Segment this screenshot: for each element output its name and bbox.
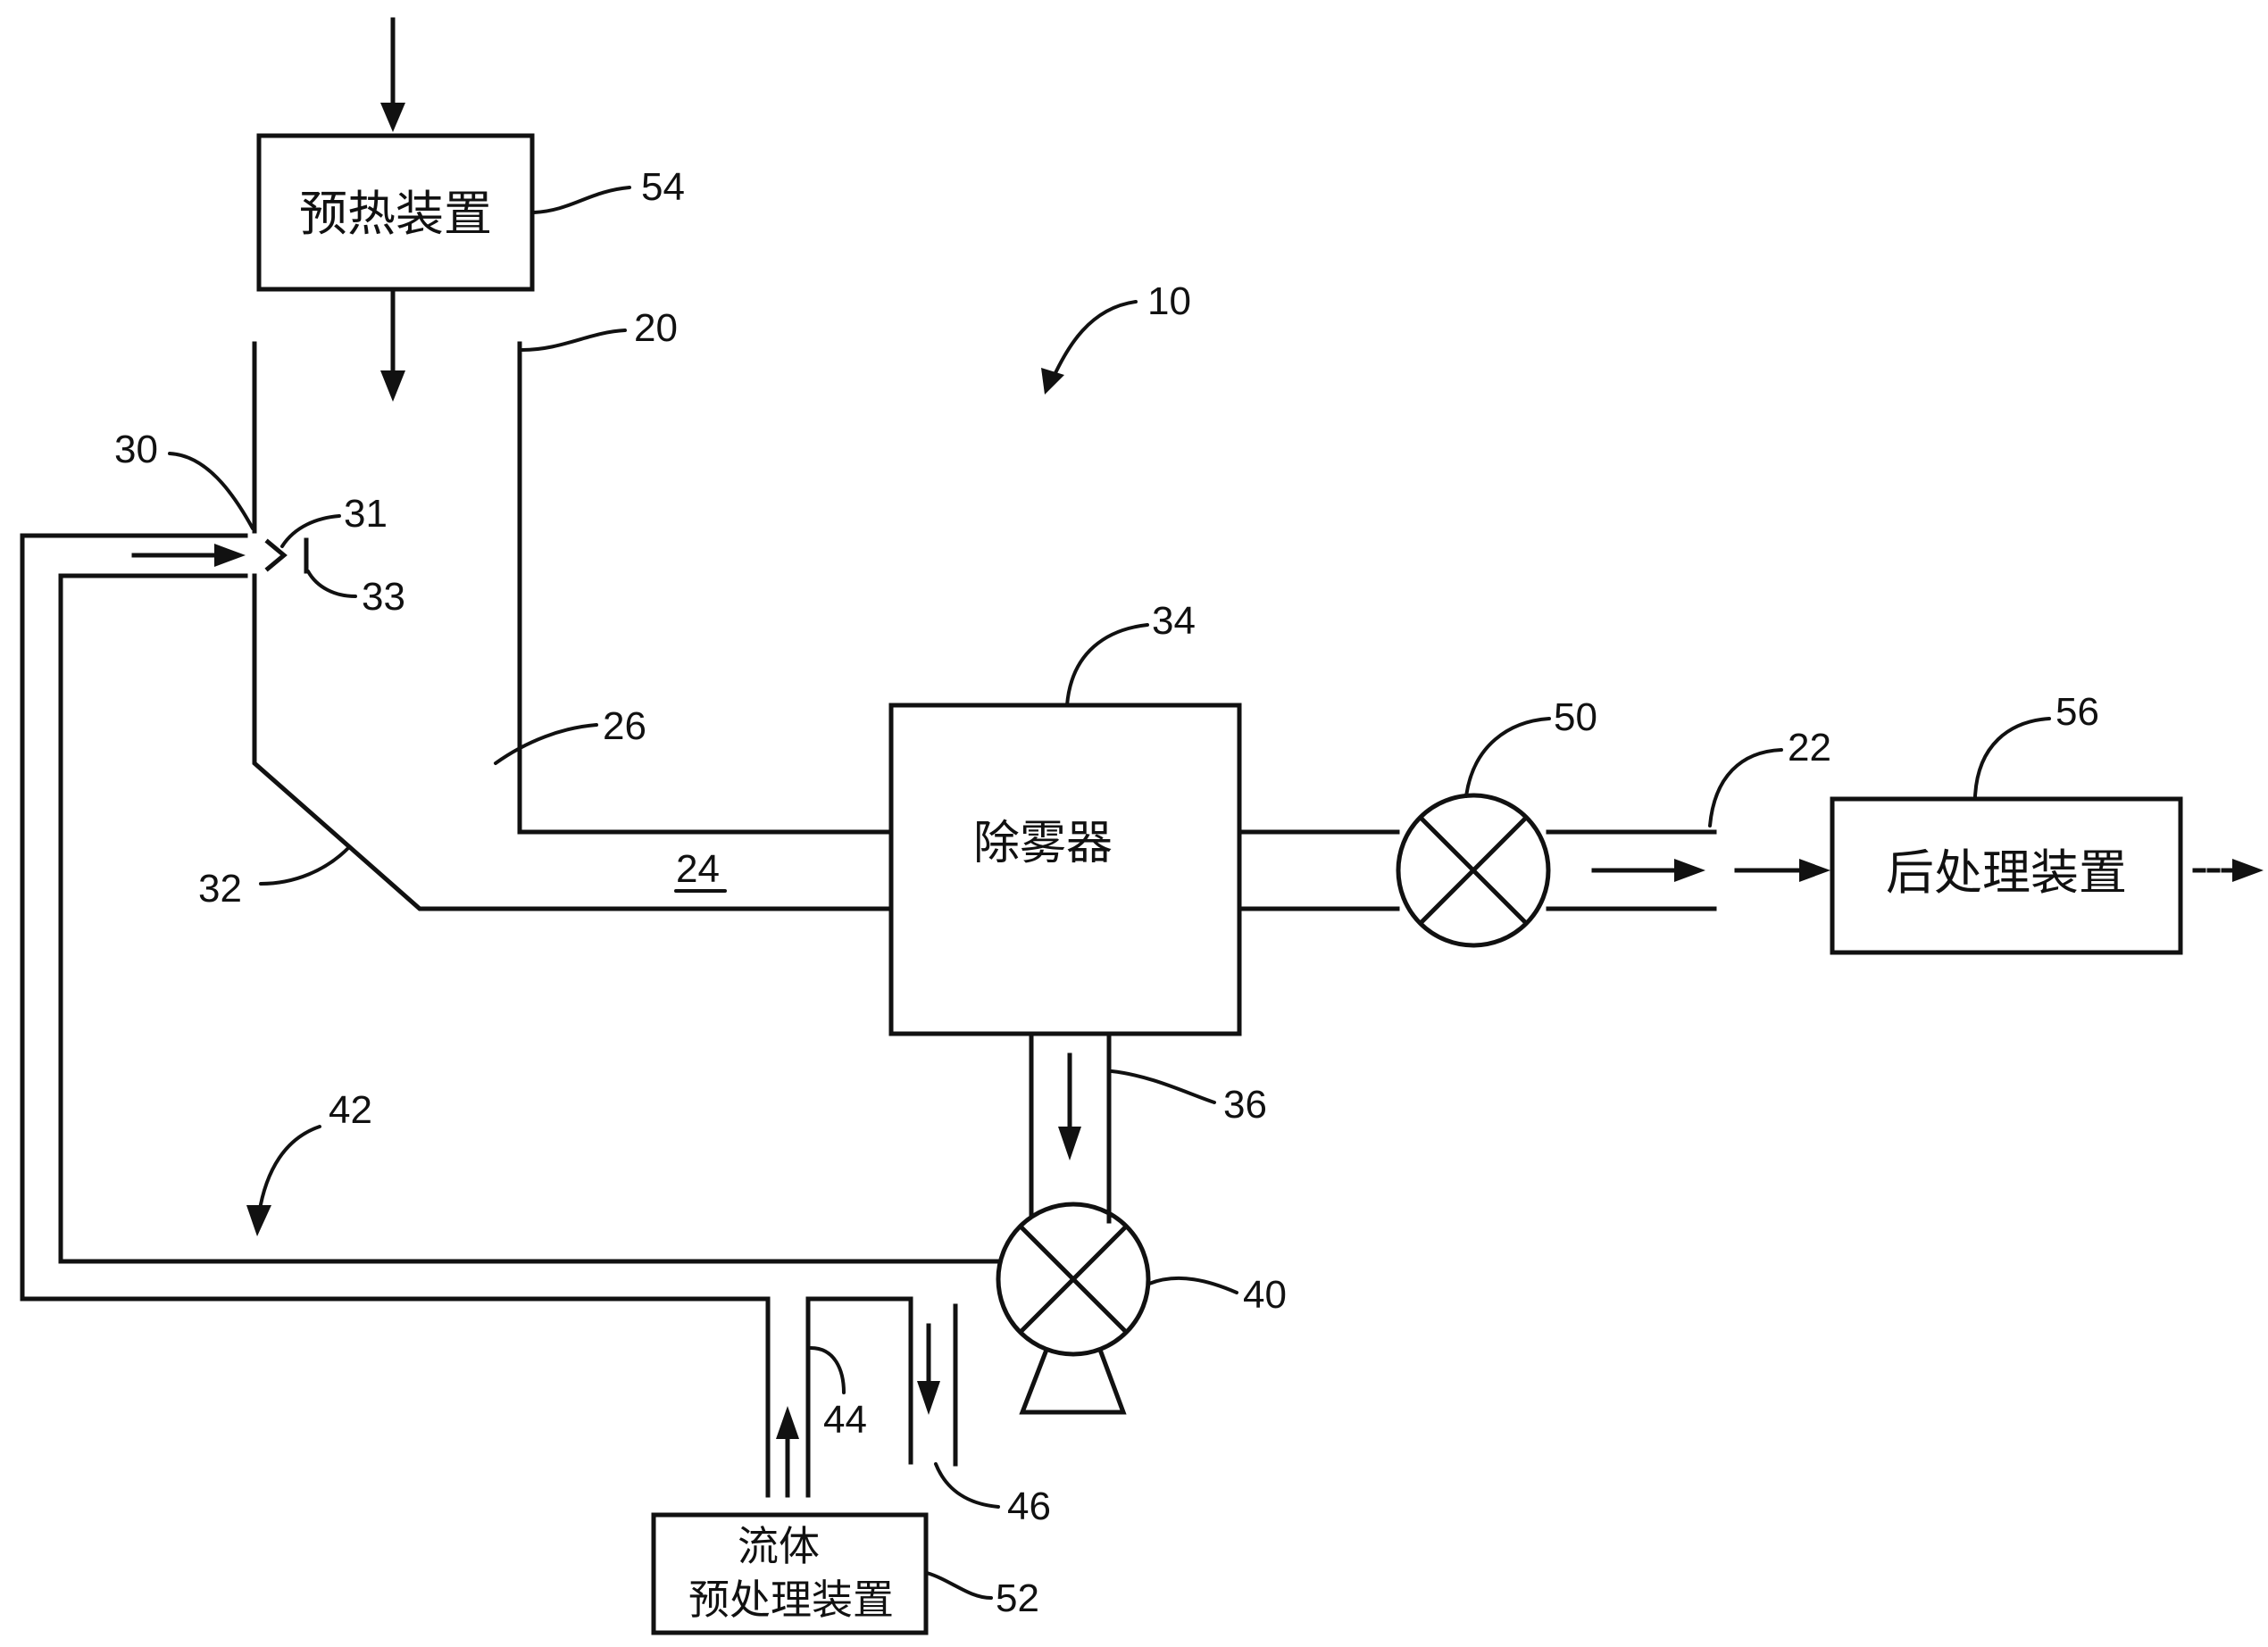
- leader-54: [532, 186, 631, 214]
- leader-32: [259, 846, 350, 886]
- ref-42: 42: [329, 1088, 372, 1132]
- ref-30: 30: [114, 428, 158, 471]
- leader-33: [306, 570, 357, 598]
- leader-36: [1110, 1069, 1216, 1104]
- ref-24: 24: [676, 847, 720, 891]
- leader-52: [925, 1571, 993, 1600]
- leader-42: [257, 1125, 321, 1216]
- recirc-inlet-arrow: [131, 544, 246, 567]
- ref-54: 54: [641, 165, 685, 209]
- leader-22: [1708, 748, 1783, 828]
- ref-46: 46: [1007, 1485, 1051, 1528]
- pump-40: [996, 1202, 1151, 1415]
- duct-left-wall-lower: [252, 573, 896, 911]
- post-treatment-box: [1830, 796, 2183, 955]
- leader-30: [168, 452, 254, 530]
- flow-arrow-22: [1591, 859, 1705, 882]
- recirc-branch-44: [805, 1296, 913, 1498]
- ref-44: 44: [823, 1398, 867, 1442]
- leader-34: [1065, 623, 1149, 707]
- leader-20: [521, 329, 627, 352]
- valve-50: [1396, 793, 1551, 948]
- ref-31: 31: [344, 492, 388, 536]
- ref-34: 34: [1152, 599, 1196, 643]
- leader-31: [280, 514, 341, 548]
- leader-10: [1052, 300, 1138, 378]
- ref-33: 33: [362, 575, 405, 619]
- leader-42-arrowhead: [246, 1205, 271, 1236]
- ref-26: 26: [603, 704, 646, 748]
- recirc-outer: [20, 533, 771, 1498]
- fluid-pretreatment-box: [651, 1512, 929, 1635]
- branch-44-arrow: [776, 1406, 799, 1498]
- fluid-pretreatment-label-2: 预处理装置: [688, 1576, 894, 1624]
- exit-arrow: [2192, 859, 2264, 882]
- ref-56: 56: [2055, 690, 2099, 734]
- leader-26: [494, 723, 598, 765]
- recirc-inner: [58, 573, 1001, 1264]
- ref-40: 40: [1243, 1273, 1287, 1317]
- leader-46: [934, 1462, 1000, 1509]
- flow-arrow-to-post: [1734, 859, 1830, 882]
- branch-46-arrow: [917, 1323, 940, 1415]
- preheater-label: 预热装置: [299, 186, 492, 242]
- duct-right-wall: [517, 341, 896, 835]
- ref-20: 20: [634, 306, 678, 350]
- ref-52: 52: [996, 1576, 1039, 1620]
- ref-50: 50: [1554, 695, 1597, 739]
- leader-10-arrowhead: [1041, 368, 1064, 395]
- ref-36: 36: [1223, 1083, 1267, 1127]
- ref-10: 10: [1147, 279, 1191, 323]
- leader-44: [809, 1346, 846, 1394]
- nozzle-31: [264, 537, 309, 574]
- drain-arrow: [1058, 1052, 1081, 1160]
- preheater-outlet-arrow: [380, 288, 405, 402]
- ref-22: 22: [1788, 726, 1831, 769]
- inlet-arrow: [380, 17, 405, 132]
- fluid-pretreatment-label-1: 流体: [738, 1522, 820, 1570]
- ref-32: 32: [198, 867, 242, 911]
- leader-56: [1973, 717, 2051, 798]
- post-treatment-label: 后处理装置: [1886, 844, 2127, 901]
- leader-40: [1147, 1276, 1238, 1294]
- demister-label: 除雾器: [973, 817, 1113, 870]
- leader-50: [1464, 717, 1551, 798]
